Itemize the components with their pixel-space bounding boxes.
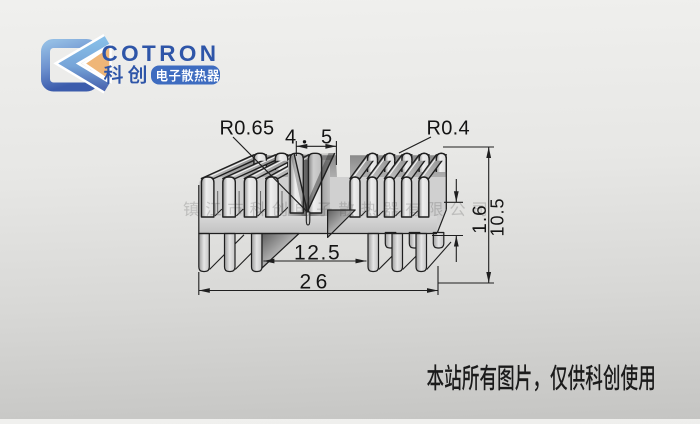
- svg-text:R0.4: R0.4: [427, 118, 470, 140]
- svg-text:26: 26: [300, 271, 332, 294]
- svg-text:COTRON: COTRON: [102, 41, 220, 66]
- svg-text:10.5: 10.5: [488, 197, 508, 236]
- svg-text:R0.65: R0.65: [220, 118, 275, 140]
- svg-text:4: 4: [285, 127, 296, 149]
- svg-text:1.6: 1.6: [470, 204, 491, 233]
- svg-text:5: 5: [321, 127, 332, 149]
- svg-text:12.5: 12.5: [294, 242, 341, 265]
